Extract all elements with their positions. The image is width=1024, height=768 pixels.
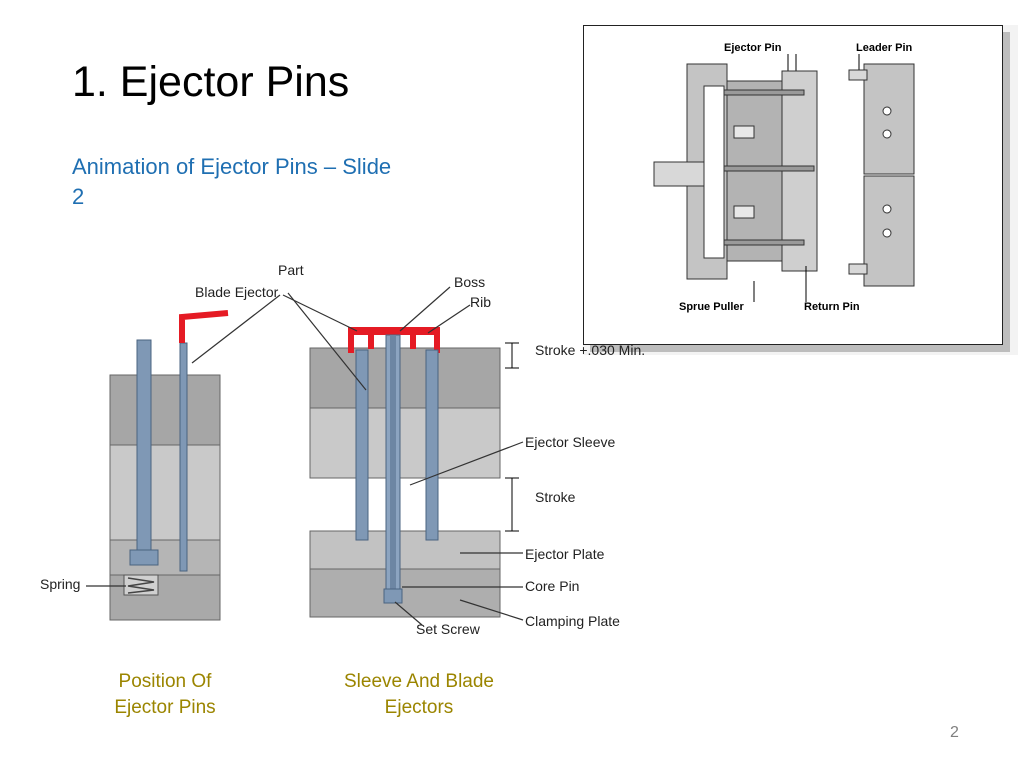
label-rib: Rib xyxy=(470,294,491,310)
label-ejector-pin: Ejector Pin xyxy=(724,42,782,54)
slide-title: 1. Ejector Pins xyxy=(72,58,350,106)
left-assembly xyxy=(109,310,229,621)
mold-figure-frame: Ejector Pin Leader Pin xyxy=(583,25,1003,345)
label-blade-ejector: Blade Ejector xyxy=(195,284,279,300)
label-stroke: Stroke xyxy=(535,489,576,505)
caption-right-line1: Sleeve And Blade xyxy=(344,671,494,692)
page-number: 2 xyxy=(950,724,959,741)
caption-right-line2: Ejectors xyxy=(385,697,454,718)
moving-half xyxy=(653,63,818,280)
label-clamping-plate: Clamping Plate xyxy=(525,613,620,629)
label-set-screw: Set Screw xyxy=(416,621,481,637)
fixed-half xyxy=(848,63,915,287)
label-spring: Spring xyxy=(40,576,80,592)
slide-subtitle-link[interactable]: Animation of Ejector Pins – Slide 2 xyxy=(72,154,392,209)
label-part: Part xyxy=(278,262,304,278)
label-stroke-min: Stroke +.030 Min. xyxy=(535,342,645,358)
label-leader-pin: Leader Pin xyxy=(856,42,913,54)
label-ejector-sleeve: Ejector Sleeve xyxy=(525,434,615,450)
label-boss: Boss xyxy=(454,274,485,290)
label-ejector-plate: Ejector Plate xyxy=(525,546,605,562)
caption-left-line1: Position Of xyxy=(119,671,213,692)
label-return-pin: Return Pin xyxy=(804,301,860,313)
right-assembly xyxy=(309,327,519,618)
label-sprue-puller: Sprue Puller xyxy=(679,301,745,313)
ejector-diagram: Part Blade Ejector Boss Rib Stroke +.030… xyxy=(30,255,650,735)
mold-cross-section-figure: Ejector Pin Leader Pin xyxy=(583,25,1018,355)
mold-cross-section-drawing: Ejector Pin Leader Pin xyxy=(653,42,915,313)
label-core-pin: Core Pin xyxy=(525,578,579,594)
ejector-diagram-drawing: Part Blade Ejector Boss Rib Stroke +.030… xyxy=(40,262,645,718)
leader-lines xyxy=(86,286,524,626)
caption-left-line2: Ejector Pins xyxy=(114,697,215,718)
